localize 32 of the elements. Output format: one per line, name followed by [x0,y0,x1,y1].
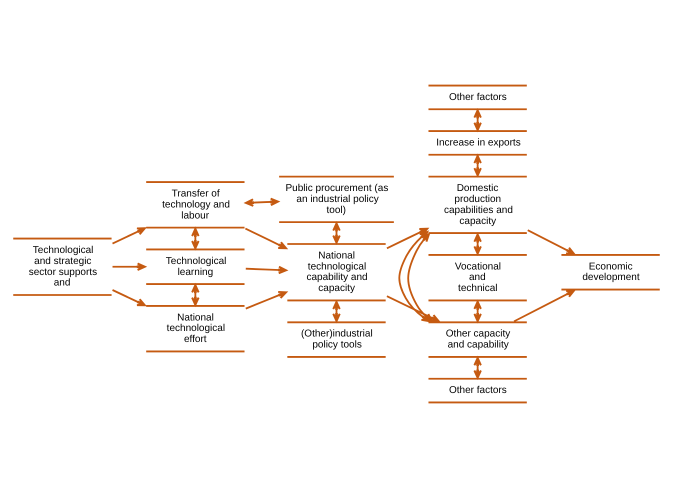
node-text: Economic development [582,260,640,283]
arrow [246,265,288,274]
arrow [473,356,482,378]
node-text: National technological capability and capacity [306,250,368,294]
arrow [191,227,200,249]
arrow [112,226,146,244]
arrow [527,228,576,254]
arrow [332,300,341,322]
arrow [244,227,288,249]
arrow [112,288,146,306]
node-text: (Other)industrial policy tools [300,328,373,350]
arrow [244,197,280,206]
node-text: Other capacity and capability [446,328,510,350]
node-text: Technological learning [166,255,226,278]
arrow [514,289,576,322]
arrow [191,284,200,306]
arrow [245,290,288,309]
node-text: Technological and strategic sector supports and [28,244,98,288]
node-text: Other factors [448,91,507,102]
node-text: Vocational and technical [454,260,502,294]
arrow [473,154,482,176]
node-text: Transfer of technology and labour [162,188,230,221]
arrow [332,222,341,244]
node-text: Other factors [448,384,507,396]
arrow [112,262,146,270]
node-text: Increase in exports [436,136,521,148]
node-text: Public procurement (as an industrial policy tool) [286,182,388,216]
node-text: Domestic production capabilities and capacity [444,182,513,226]
arrow [473,232,482,254]
arrow [473,108,482,131]
arrow [473,300,482,322]
node-text: National technological effort [166,312,226,345]
